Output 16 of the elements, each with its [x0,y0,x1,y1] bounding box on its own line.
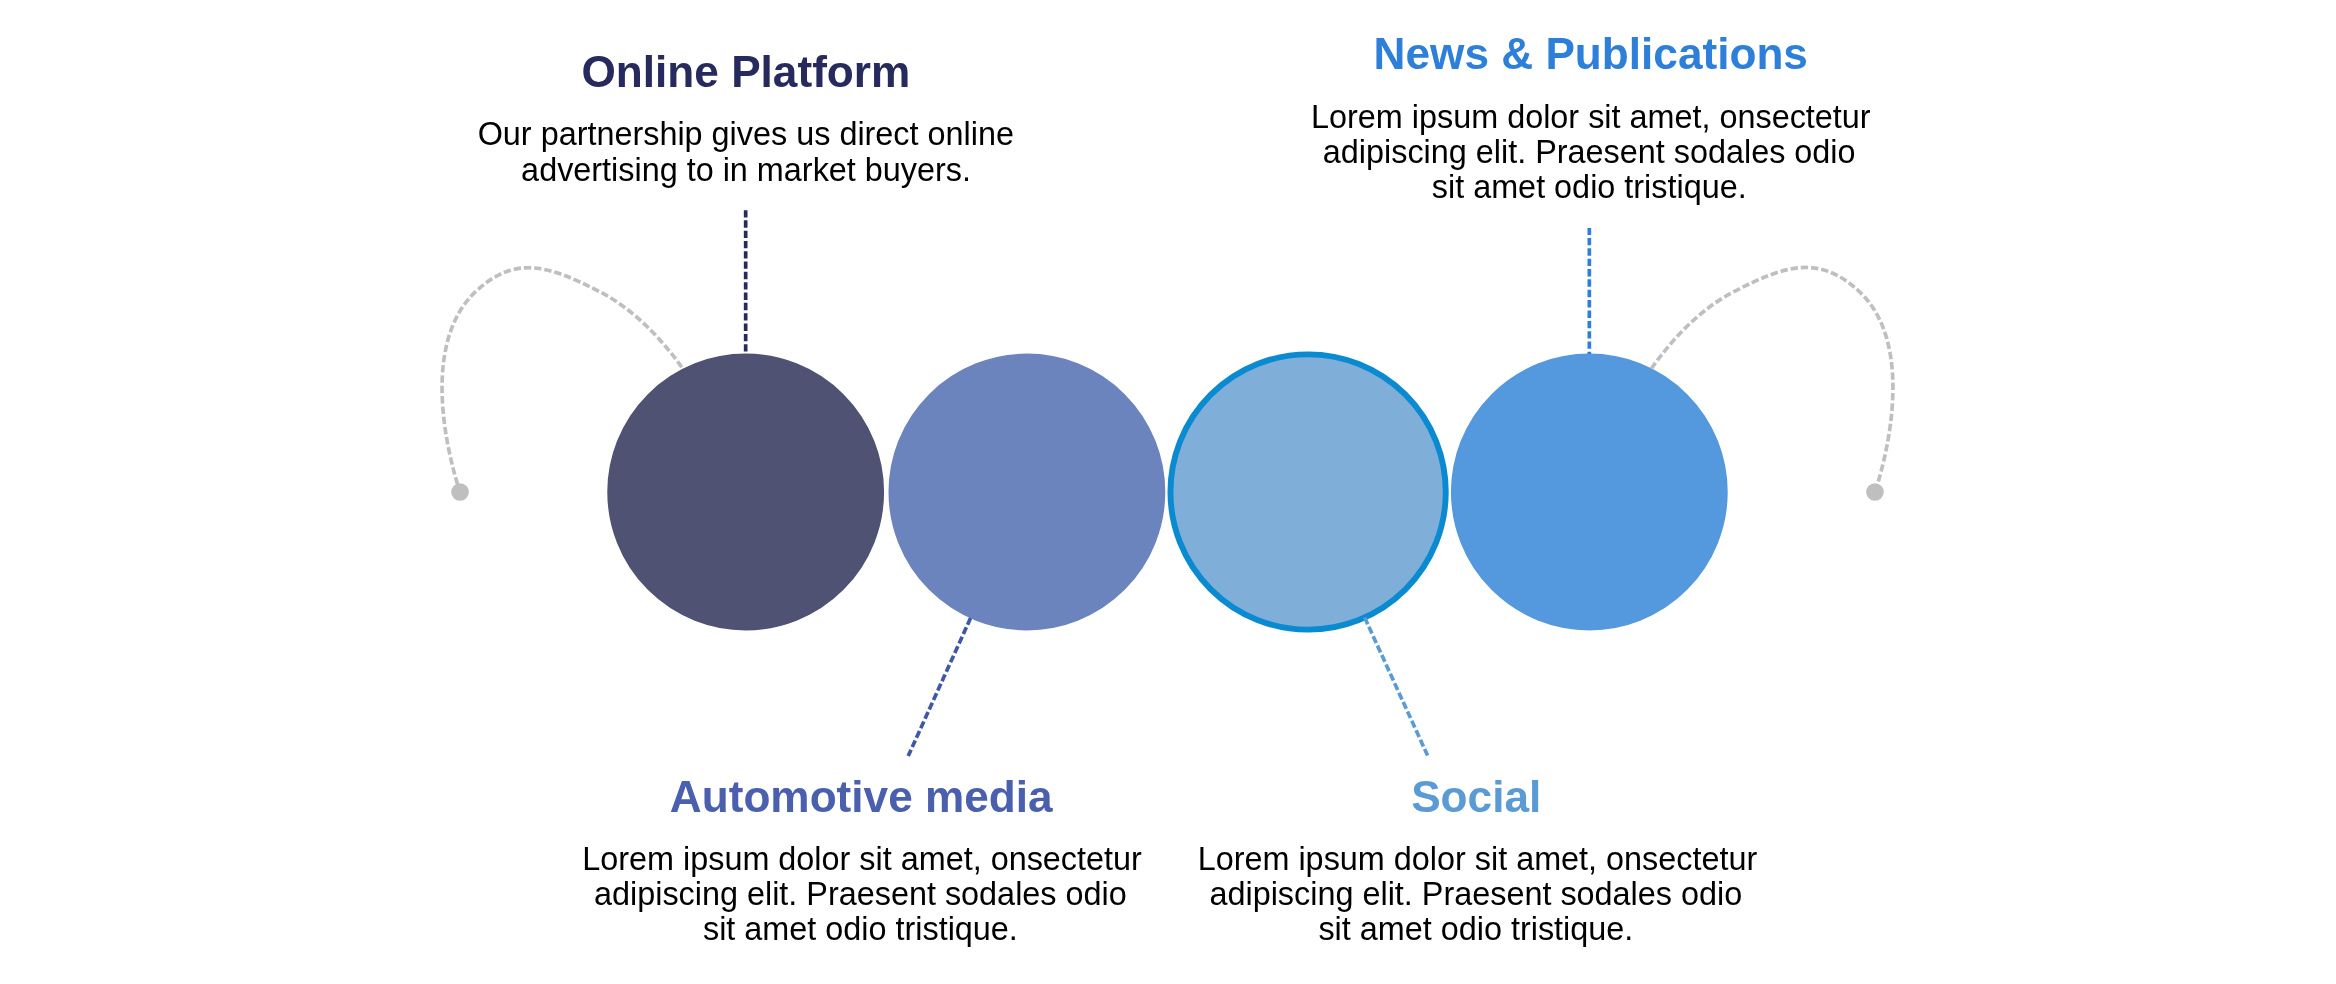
connector [906,617,973,757]
node-circle [1450,353,1728,631]
connector [743,210,748,354]
node-text: Online Platform Our partnership gives us direct online advertising to in market buyers. [477,47,1014,188]
node-circle [607,353,885,631]
node-circle [1866,483,1884,501]
connector [440,266,685,485]
connector [1587,227,1592,355]
connector [1649,265,1895,485]
node-text: Automotive media Lorem ipsum dolor sit amet, onsectetur adipiscing elit. Praesent sodales odio sit amet odio tristique. [582,771,1142,948]
node-text: News & Publications Lorem ipsum dolor sit amet, onsectetur adipiscing elit. Praesent sodales odio sit amet odio tristique. [1311,29,1871,206]
node-circle [888,353,1166,631]
node-circle [451,483,469,501]
node-text: Social Lorem ipsum dolor sit amet, onsectetur adipiscing elit. Praesent sodales odio sit amet odio tristique. [1197,771,1758,948]
connector [1363,616,1430,757]
node-circle [1167,351,1449,633]
